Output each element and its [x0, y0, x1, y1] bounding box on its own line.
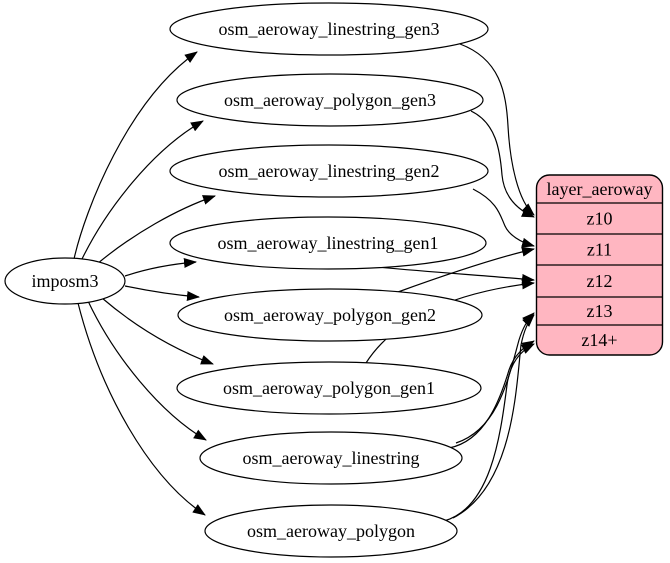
node-osm-aeroway-linestring-gen2: osm_aeroway_linestring_gen2 [169, 144, 489, 198]
table-label: osm_aeroway_polygon_gen2 [224, 305, 436, 325]
node-osm-aeroway-linestring-gen3: osm_aeroway_linestring_gen3 [169, 2, 489, 56]
layer-row-z13: z13 [587, 301, 613, 321]
layer-row-z10: z10 [587, 209, 613, 229]
edge-osm-aeroway-polygon-z13 [452, 314, 535, 519]
table-label: osm_aeroway_linestring_gen2 [219, 161, 440, 181]
table-label: osm_aeroway_linestring_gen3 [219, 19, 440, 39]
layer-row-z14: z14+ [581, 330, 617, 350]
node-osm-aeroway-polygon-gen2: osm_aeroway_polygon_gen2 [177, 288, 483, 342]
node-osm-aeroway-polygon-gen1: osm_aeroway_polygon_gen1 [176, 361, 482, 415]
edge-imposm3-osm-aeroway-linestring-gen1 [124, 258, 197, 277]
table-label: osm_aeroway_polygon_gen1 [223, 378, 435, 398]
edge-osm-aeroway-polygon-gen3-z10 [470, 110, 535, 218]
table-label: osm_aeroway_linestring [243, 448, 420, 468]
edges-from-root [73, 51, 216, 516]
edge-osm-aeroway-polygon-z14 [443, 343, 535, 522]
table-label: osm_aeroway_polygon [247, 521, 415, 541]
edge-osm-aeroway-linestring-gen1-z12 [375, 266, 535, 284]
table-label: osm_aeroway_polygon_gen3 [224, 90, 436, 110]
edge-imposm3-osm-aeroway-linestring-gen3 [73, 51, 198, 260]
table-ellipse [169, 2, 489, 56]
table-label: osm_aeroway_linestring_gen1 [218, 233, 439, 253]
edge-imposm3-osm-aeroway-polygon [77, 302, 206, 516]
node-layer-aeroway: layer_aeroway z10 z11 z12 z13 z14+ [535, 174, 664, 356]
node-osm-aeroway-linestring: osm_aeroway_linestring [199, 431, 463, 485]
node-osm-aeroway-polygon: osm_aeroway_polygon [204, 504, 458, 558]
table-ellipse [176, 73, 484, 127]
node-imposm3: imposm3 [4, 257, 126, 305]
node-imposm3-label: imposm3 [31, 271, 98, 291]
table-ellipse [169, 216, 487, 270]
table-ellipse [204, 504, 458, 558]
edge-osm-aeroway-polygon-gen2-z11 [397, 246, 535, 293]
edge-osm-aeroway-linestring-gen2-z11 [472, 188, 535, 248]
node-osm-aeroway-polygon-gen3: osm_aeroway_polygon_gen3 [176, 73, 484, 127]
layer-title: layer_aeroway [547, 179, 653, 199]
edge-imposm3-osm-aeroway-linestring [87, 300, 207, 441]
edge-osm-aeroway-linestring-gen3-z10 [459, 43, 535, 216]
edge-imposm3-osm-aeroway-polygon-gen2 [124, 285, 200, 302]
node-imposm3-shape [4, 257, 126, 305]
edge-imposm3-osm-aeroway-linestring-gen2 [96, 195, 216, 265]
table-ellipse [176, 361, 482, 415]
layer-row-z11: z11 [587, 240, 612, 260]
edge-imposm3-osm-aeroway-polygon-gen1 [101, 297, 214, 365]
table-ellipse [199, 431, 463, 485]
edge-imposm3-osm-aeroway-polygon-gen3 [81, 120, 204, 260]
layer-row-z12: z12 [587, 271, 613, 291]
node-osm-aeroway-linestring-gen1: osm_aeroway_linestring_gen1 [169, 216, 487, 270]
table-ellipse [177, 288, 483, 342]
table-ellipse [169, 144, 489, 198]
